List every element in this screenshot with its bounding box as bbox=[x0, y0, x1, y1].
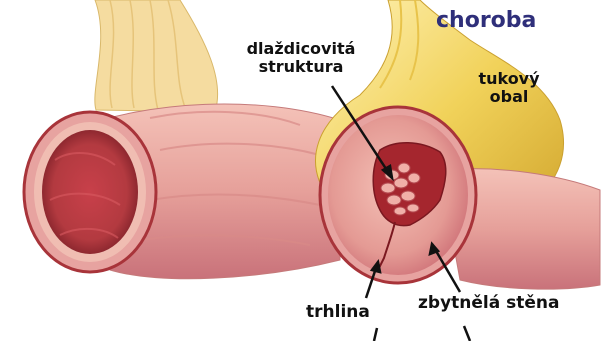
label-fissure: trhlina bbox=[306, 303, 370, 323]
diagram-title: choroba bbox=[436, 8, 536, 33]
label-thickened-wall: zbytnělá stěna bbox=[418, 294, 559, 314]
label-line: obal bbox=[464, 88, 554, 106]
label-line: struktura bbox=[226, 58, 376, 76]
label-fat-wrapping: tukový obal bbox=[464, 70, 554, 107]
label-cobblestone-structure: dlaždicovitá struktura bbox=[226, 40, 376, 77]
label-line: tukový bbox=[464, 70, 554, 88]
label-line: dlaždicovitá bbox=[226, 40, 376, 58]
